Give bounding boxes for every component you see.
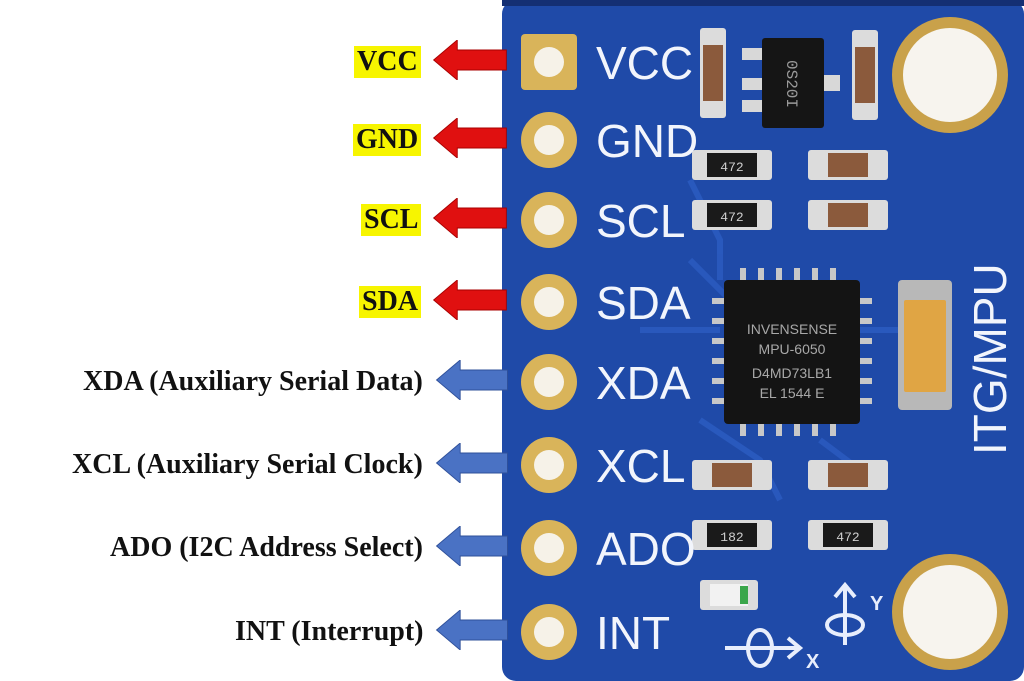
arrow-gnd <box>425 118 515 158</box>
resistor-r1: 472 <box>692 150 772 180</box>
pin-label-int: INT (Interrupt) <box>235 616 423 648</box>
silkscreen-xcl: XCL <box>596 440 685 492</box>
mounting-hole-bottom <box>892 554 1008 670</box>
axis-y-label: Y <box>870 593 884 615</box>
capacitor-c3 <box>808 150 888 180</box>
chip-line-1: INVENSENSE <box>747 321 837 337</box>
mounting-hole-top <box>892 17 1008 133</box>
pcb-edge-top <box>502 0 1024 6</box>
resistor-code-1: 472 <box>720 160 743 175</box>
silkscreen-sda: SDA <box>596 277 691 329</box>
arrow-xcl <box>427 443 517 483</box>
pin-pad-int <box>521 604 577 660</box>
resistor-code-3: 182 <box>720 530 743 545</box>
pin-label-vcc: VCC <box>354 46 421 78</box>
resistor-r4: 472 <box>808 520 888 550</box>
pin-pad-xcl <box>521 437 577 493</box>
pin-label-gnd: GND <box>353 124 421 156</box>
pin-pad-sda <box>521 274 577 330</box>
silkscreen-ado: ADO <box>596 523 696 575</box>
pin-label-xcl: XCL (Auxiliary Serial Clock) <box>72 449 423 481</box>
arrow-vcc <box>425 40 515 80</box>
silkscreen-int: INT <box>596 607 670 659</box>
arrow-xda <box>427 360 517 400</box>
pin-pad-scl <box>521 192 577 248</box>
chip-line-4: EL 1544 E <box>760 385 825 401</box>
chip-line-2: MPU-6050 <box>759 341 826 357</box>
arrow-sda <box>425 280 515 320</box>
chip-line-3: D4MD73LB1 <box>752 365 832 381</box>
pin-pad-ado <box>521 520 577 576</box>
capacitor-c6 <box>808 460 888 490</box>
axis-x-label: X <box>806 651 820 673</box>
pin-label-ado: ADO (I2C Address Select) <box>110 532 423 564</box>
pin-label-scl: SCL <box>361 204 421 236</box>
resistor-r2: 472 <box>692 200 772 230</box>
capacitor-c2 <box>852 30 878 120</box>
silkscreen-xda: XDA <box>596 357 691 409</box>
capacitor-c5 <box>692 460 772 490</box>
tantalum-capacitor <box>898 280 952 410</box>
power-led <box>700 580 758 610</box>
silkscreen-scl: SCL <box>596 195 685 247</box>
arrow-scl <box>425 198 515 238</box>
resistor-code-2: 472 <box>720 210 743 225</box>
arrow-ado <box>427 526 517 566</box>
silkscreen-vcc: VCC <box>596 37 693 89</box>
capacitor-c4 <box>808 200 888 230</box>
pin-pad-vcc <box>521 34 577 90</box>
silkscreen-gnd: GND <box>596 115 698 167</box>
capacitor-c1 <box>700 28 726 118</box>
resistor-code-4: 472 <box>836 530 859 545</box>
board-vertical-label: ITG/MPU <box>964 263 1016 455</box>
pin-pad-xda <box>521 354 577 410</box>
pin-pad-gnd <box>521 112 577 168</box>
resistor-r3: 182 <box>692 520 772 550</box>
mpu-chip: INVENSENSE MPU-6050 D4MD73LB1 EL 1544 E <box>712 268 872 436</box>
pin-label-sda: SDA <box>359 286 421 318</box>
regulator-marking: 0S20I <box>782 60 800 108</box>
arrow-int <box>427 610 517 650</box>
pin-label-xda: XDA (Auxiliary Serial Data) <box>83 366 423 398</box>
